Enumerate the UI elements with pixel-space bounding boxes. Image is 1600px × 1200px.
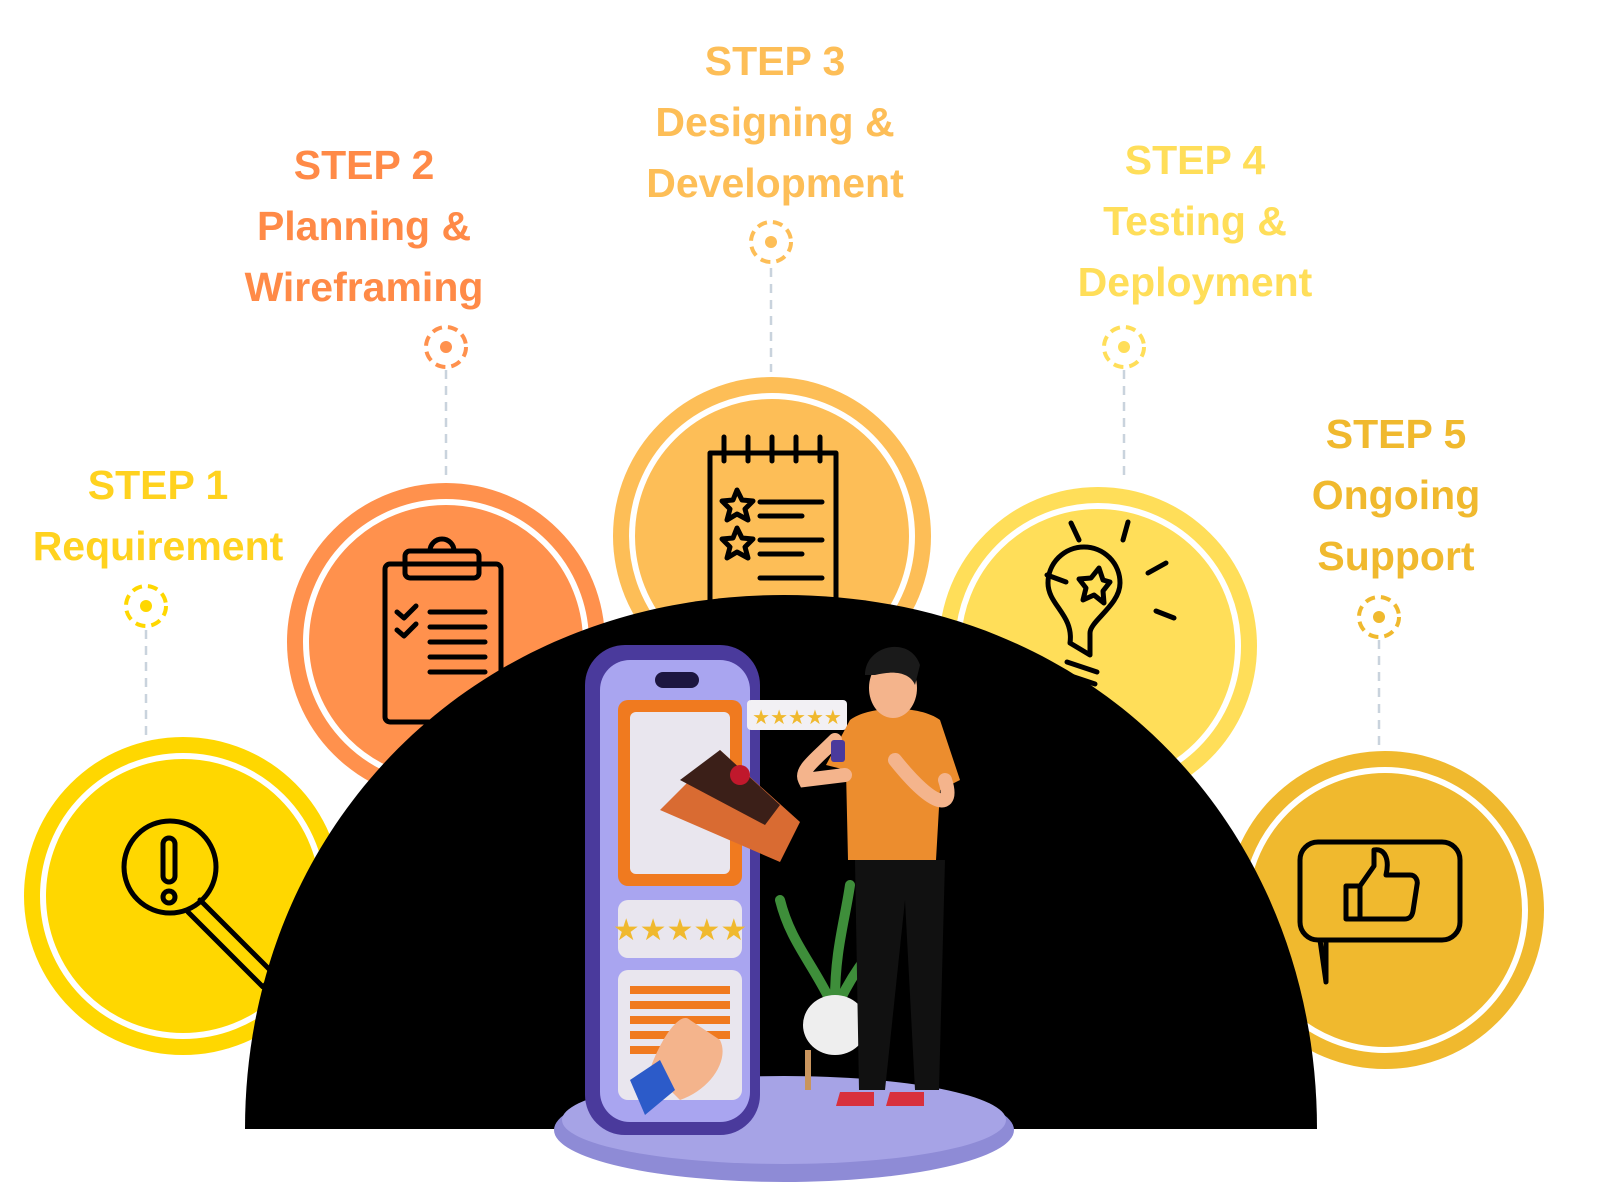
target-markers <box>124 220 1401 639</box>
step-number: STEP 3 <box>704 38 846 84</box>
rating-card: ★★★★★ <box>747 700 847 730</box>
thumbs-up-speech-bubble-icon <box>1297 839 1463 985</box>
step-title-line-1: Ongoing <box>1311 472 1481 518</box>
clipboard-checklist-icon <box>382 536 504 725</box>
step-title-line-2: Support <box>1317 533 1475 579</box>
target-marker-3 <box>749 220 793 264</box>
target-marker-1 <box>124 584 168 628</box>
step-label-4: STEP 4 Testing & Deployment <box>1078 130 1313 313</box>
step-title-line-1: Testing & <box>1103 198 1287 244</box>
target-marker-4 <box>1102 325 1146 369</box>
step-label-5: STEP 5 Ongoing Support <box>1312 404 1481 587</box>
step-label-1: STEP 1 Requirement <box>33 455 284 577</box>
step-title-line-1: Planning & <box>256 203 472 249</box>
notepad-stars-icon <box>707 434 839 603</box>
svg-text:★★★★★: ★★★★★ <box>752 707 842 729</box>
person-with-phone-illustration: ★★★★★ ★★★★★ <box>554 645 1014 1182</box>
black-dome <box>245 595 1317 1129</box>
target-marker-5 <box>1357 595 1401 639</box>
step-label-2: STEP 2 Planning & Wireframing <box>245 135 484 318</box>
step-label-3: STEP 3 Designing & Development <box>646 31 903 214</box>
step-number: STEP 2 <box>293 142 435 188</box>
person <box>797 646 960 1106</box>
lightbulb-star-icon <box>1044 519 1177 698</box>
step-title: Requirement <box>32 523 284 569</box>
step-title-line-1: Designing & <box>655 99 895 145</box>
step-title-line-2: Wireframing <box>244 264 484 310</box>
step-number: STEP 1 <box>87 462 229 508</box>
step-title-line-2: Development <box>646 160 904 206</box>
step-title-line-2: Deployment <box>1077 259 1313 305</box>
step-number: STEP 5 <box>1325 411 1467 457</box>
svg-text:★★★★★: ★★★★★ <box>613 914 747 947</box>
target-marker-2 <box>424 325 468 369</box>
phone: ★★★★★ <box>585 645 800 1135</box>
step-number: STEP 4 <box>1124 137 1266 183</box>
